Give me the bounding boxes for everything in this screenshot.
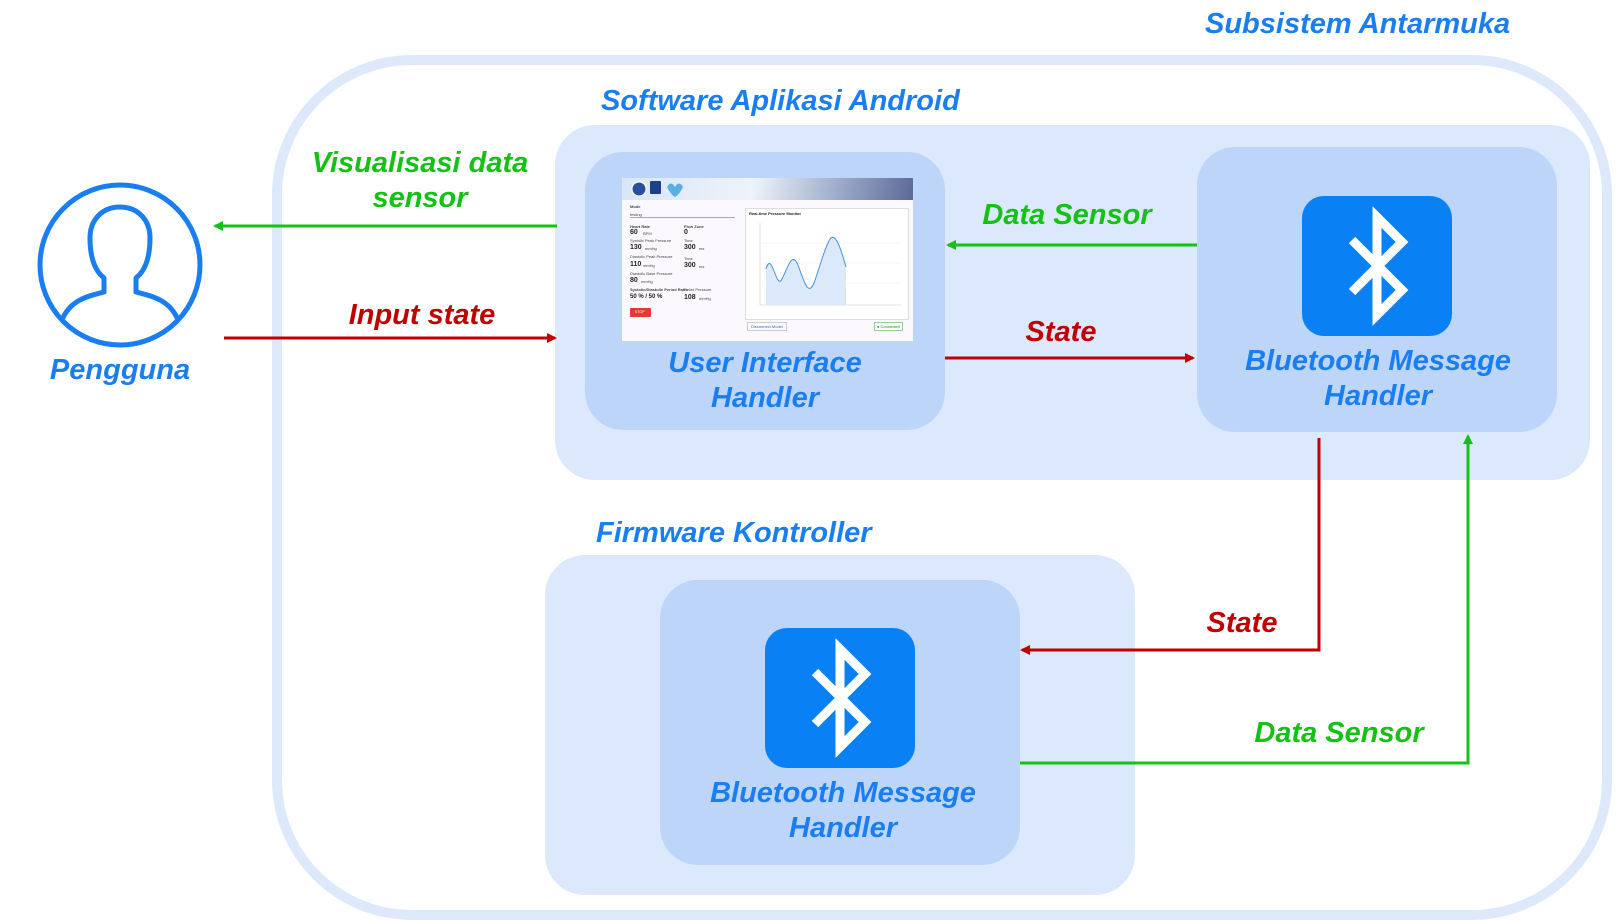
flow-zone-value: 0 bbox=[684, 229, 688, 236]
firmware-title: Firmware Kontroller bbox=[596, 517, 872, 549]
time2-unit: ms bbox=[699, 264, 705, 269]
arrow-state-fw bbox=[1020, 438, 1321, 655]
arrow-data-sensor-fw bbox=[1020, 434, 1473, 765]
time1-unit: ms bbox=[699, 246, 705, 251]
screenshot-header bbox=[622, 178, 913, 200]
waveform-fill bbox=[766, 237, 846, 305]
heart-rate-unit: BPM bbox=[643, 231, 652, 236]
disconnect-button[interactable]: Disconnect Model bbox=[747, 322, 787, 331]
bt-handler-app-line1: Bluetooth Message bbox=[1245, 345, 1511, 377]
relief-value: 108 bbox=[684, 294, 696, 301]
state-fw-label: State bbox=[1206, 607, 1278, 639]
bluetooth-icon bbox=[1302, 196, 1452, 336]
heart-logo-icon bbox=[667, 183, 683, 197]
bt-handler-fw-line1: Bluetooth Message bbox=[710, 777, 976, 809]
stop-button[interactable]: STOP bbox=[630, 308, 651, 317]
chart-title: Real-time Pressure Monitor bbox=[749, 211, 802, 216]
bt-handler-app-line2: Handler bbox=[1324, 380, 1432, 412]
ratio-value: 50 % / 50 % bbox=[630, 294, 663, 300]
base-value: 80 bbox=[630, 277, 638, 284]
heart-rate-label: Heart Rate bbox=[630, 224, 651, 229]
university-logo-icon bbox=[631, 181, 647, 197]
user-label: Pengguna bbox=[49, 354, 191, 386]
mode-select[interactable]: testing bbox=[630, 212, 735, 218]
waveform-line bbox=[765, 236, 847, 289]
chart-panel: Real-time Pressure Monitor bbox=[745, 208, 909, 320]
app-screenshot: Mode testing Heart Rate 60 BPM Flow Zone… bbox=[622, 178, 913, 341]
flow-zone-label: Flow Zone bbox=[684, 224, 704, 229]
user-icon bbox=[37, 182, 203, 348]
data-sensor-fw-label: Data Sensor bbox=[1254, 717, 1424, 749]
ratio-label: Systolic/Diastolic Period Ratio bbox=[630, 287, 688, 292]
base-label: Diastolic Base Pressure bbox=[630, 271, 673, 276]
ui-handler-label-line2: Handler bbox=[711, 382, 819, 414]
time2-value: 300 bbox=[684, 262, 696, 269]
diastolic-unit: mmHg bbox=[643, 263, 655, 268]
base-unit: mmHg bbox=[641, 279, 653, 284]
connection-status: ● Connected bbox=[874, 322, 903, 331]
bt-handler-fw-line2: Handler bbox=[789, 812, 897, 844]
subsystem-title: Subsistem Antarmuka bbox=[1205, 8, 1511, 40]
systolic-value: 130 bbox=[630, 244, 642, 251]
stop-button-label: STOP bbox=[635, 310, 645, 314]
systolic-unit: mmHg bbox=[645, 246, 657, 251]
time1-value: 300 bbox=[684, 244, 696, 251]
mode-label: Mode bbox=[630, 204, 641, 209]
time1-label: Time bbox=[684, 238, 693, 243]
bluetooth-icon bbox=[765, 628, 915, 768]
relief-unit: mmHg bbox=[699, 296, 711, 301]
visualisasi-label-line1: Visualisasi data bbox=[311, 147, 529, 179]
android-app-title: Software Aplikasi Android bbox=[601, 85, 960, 117]
state-app-label: State bbox=[1025, 316, 1097, 348]
ui-handler-label-line1: User Interface bbox=[668, 347, 862, 379]
systolic-label: Systolic Peak Pressure bbox=[630, 238, 672, 243]
time2-label: Time bbox=[684, 256, 693, 261]
input-state-label: Input state bbox=[348, 299, 496, 331]
heart-rate-value: 60 bbox=[630, 229, 638, 236]
data-sensor-app-label: Data Sensor bbox=[982, 199, 1152, 231]
diastolic-value: 110 bbox=[630, 261, 642, 268]
visualisasi-label-line2: sensor bbox=[372, 182, 468, 214]
lab-logo-icon bbox=[650, 181, 661, 194]
diastolic-label: Diastolic Peak Pressure bbox=[630, 254, 673, 259]
relief-label: Relief Pressure bbox=[684, 287, 712, 292]
